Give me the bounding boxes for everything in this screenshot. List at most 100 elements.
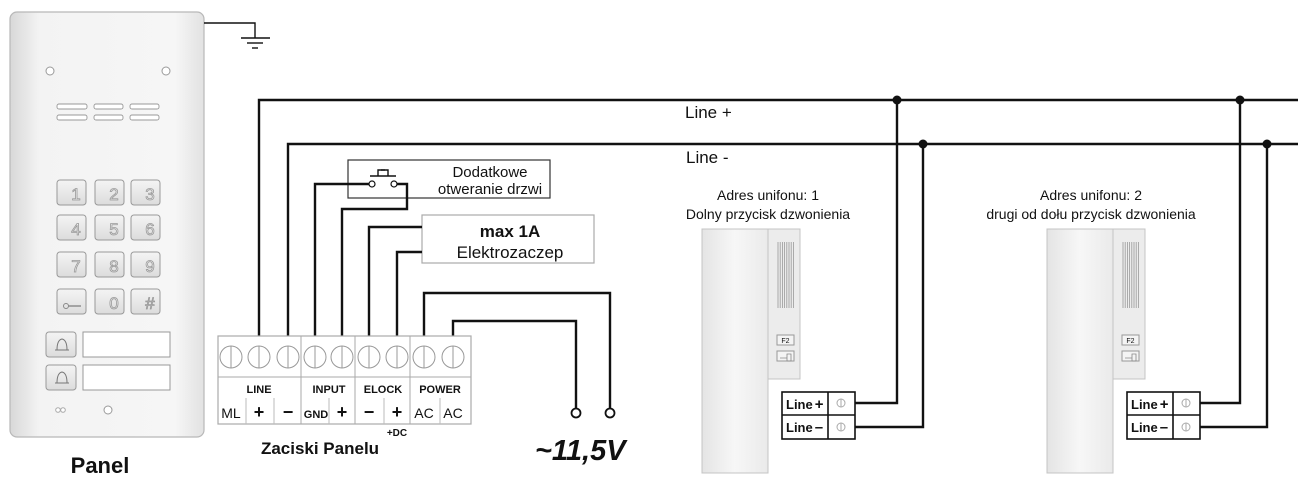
terminal-screw-icon [441,345,465,369]
power-terminal [570,407,582,419]
terminal-block-title: Zaciski Panelu [261,439,379,458]
f2-label: F2 [781,338,789,345]
keypad-key-label: 0 [109,294,118,313]
keypad-key[interactable] [56,288,87,315]
call-button-1[interactable] [45,331,77,358]
term-line-minus: Line– [786,419,823,436]
wire-unifon-line-minus [1200,144,1269,429]
microphone-icon [55,407,66,413]
wire-unifon-line-minus [855,144,925,429]
speaker-grille [56,103,160,121]
terminal-screw-icon [1181,422,1191,432]
terminal-screw-icon [247,345,271,369]
bell-icon [55,338,69,351]
unifon-button-desc: drugi od dołu przycisk dzwonienia [986,206,1196,222]
term-line-plus: Line+ [786,396,824,413]
unifon-2: Adres unifonu: 2 drugi od dołu przycisk d… [986,100,1269,474]
extra-button-label-1: Dodatkowe [452,164,527,181]
handset [1046,228,1114,474]
terminal-pin-label: AC [414,405,433,421]
line-minus-label: Line - [686,148,729,167]
wire-power-ac-1 [422,291,612,409]
keypad-key-label: 5 [109,220,118,239]
key-icon [1125,353,1137,362]
term-line-minus: Line– [1131,419,1168,436]
terminal-screw-icon [330,345,354,369]
keypad-key[interactable]: 6 [130,214,161,241]
unifon-button-desc: Dolny przycisk dzwonienia [686,206,850,222]
call-button-2[interactable] [45,364,77,391]
terminal-pin-label: + [392,402,403,422]
keypad-key[interactable]: 4 [56,214,87,241]
ground-icon [204,22,270,49]
unifon-terminals: Line+ Line– [1126,391,1201,440]
terminal-pin-label: AC [443,405,462,421]
unifon-terminals: Line+ Line– [781,391,856,440]
keypad-key-label: 6 [145,220,154,239]
keypad-key-label: # [145,294,155,313]
unifon-address: Adres unifonu: 2 [1040,187,1142,203]
wire-elock-minus [367,225,422,338]
screw-icon [45,66,55,76]
keypad-key[interactable]: 8 [94,251,125,278]
keypad-key[interactable]: 0 [94,288,125,315]
line-minus-bus [286,142,1298,338]
bell-icon [55,371,69,384]
keypad-key-label: 3 [145,185,154,204]
unifon-1: Adres unifonu: 1 Dolny przycisk dzwonieni… [686,100,925,474]
terminal-screw-icon [303,345,327,369]
keypad-key[interactable]: 3 [130,179,161,206]
terminal-screw-icon [276,345,300,369]
term-line-plus: Line+ [1131,396,1169,413]
terminal-screw-icon [836,422,846,432]
keypad-key-label: 1 [71,185,80,204]
keypad-key[interactable]: # [130,288,161,315]
keypad-key[interactable]: 5 [94,214,125,241]
line-plus-bus [257,98,1298,338]
extra-door-button-box: Dodatkowe otweranie drzwi [347,159,551,199]
line-plus-label: Line + [685,103,732,122]
wire-gnd [313,182,369,338]
terminal-pin-label: − [364,402,375,422]
door-key-button[interactable] [1121,350,1140,362]
terminal-screw-icon [219,345,243,369]
wire-elock-plus [395,250,422,338]
f2-button[interactable]: F2 [1121,334,1140,346]
elock-box: max 1A Elektrozaczep [421,214,595,264]
terminal-screw-icon [412,345,436,369]
keypad-key-label: 9 [145,257,154,276]
f2-label: F2 [1126,338,1134,345]
screw-icon [161,66,171,76]
f2-button[interactable]: F2 [776,334,795,346]
door-key-button[interactable] [776,350,795,362]
terminal-group-label: ELOCK [364,384,403,396]
indicator-led [103,405,113,415]
keypad-key[interactable]: 2 [94,179,125,206]
terminal-group-label: LINE [246,384,271,396]
keypad-key-label: 8 [109,257,118,276]
elock-label: Elektrozaczep [457,243,564,262]
power-voltage: ~11,5V [535,435,628,467]
panel-title: Panel [71,453,130,478]
power-terminal [604,407,616,419]
keypad-key-label: 7 [71,257,80,276]
keypad-key[interactable]: 1 [56,179,87,206]
keypad-key[interactable]: 7 [56,251,87,278]
dc-note: +DC [387,428,407,439]
keypad-key[interactable]: 9 [130,251,161,278]
key-icon [780,353,792,362]
wire-unifon-line-plus [1200,100,1242,405]
terminal-pin-label: + [254,402,265,422]
key-icon [63,303,81,309]
terminal-group-label: POWER [419,384,461,396]
terminal-pin-label: GND [304,409,329,421]
name-label-1 [82,331,171,358]
terminal-screw-icon [836,398,846,408]
unifon-address: Adres unifonu: 1 [717,187,819,203]
terminal-screw-icon [357,345,381,369]
wire-input-plus [340,182,409,338]
